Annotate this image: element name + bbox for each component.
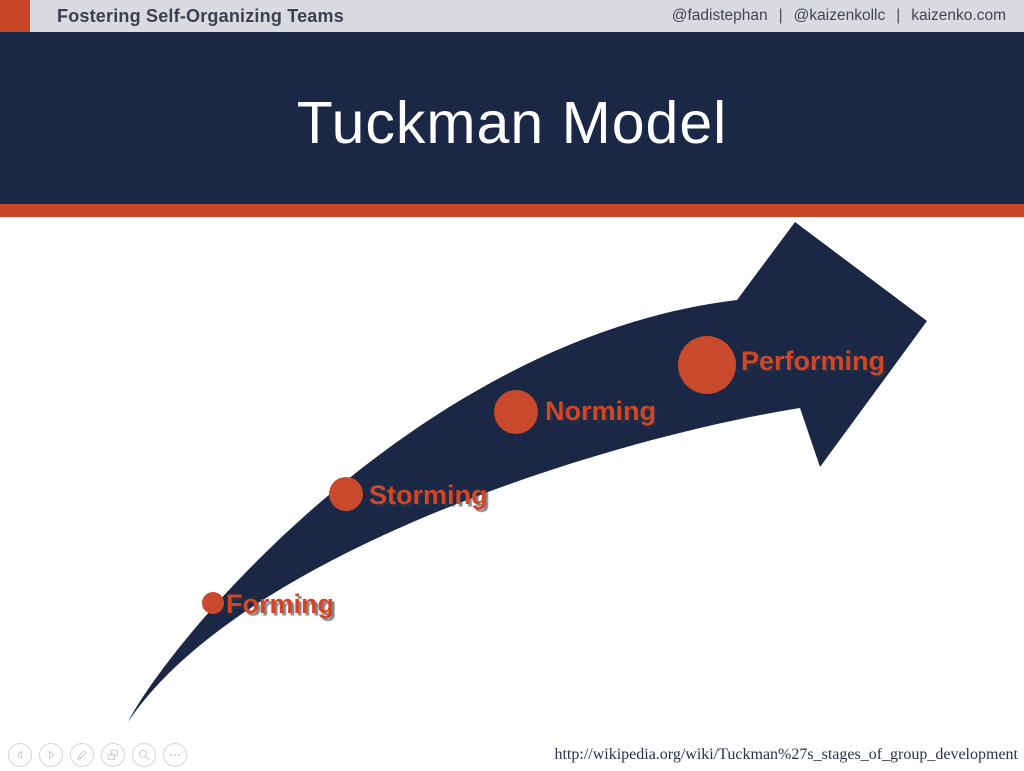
previous-slide-button[interactable] [8,743,32,767]
stage-dot-forming [202,592,224,614]
slide-title: Tuckman Model [296,90,728,156]
pen-button[interactable] [70,743,94,767]
pen-icon [77,750,87,760]
arrow-shape [128,222,927,722]
brand-accent-square [0,0,30,32]
presentation-title: Fostering Self-Organizing Teams [57,5,344,26]
all-slides-button[interactable] [101,743,125,767]
stage-label-forming: Forming [226,589,334,619]
accent-stripe [0,204,1024,217]
stage-label-storming: Storming [369,480,488,510]
handle-kaizenkollc: @kaizenkollc [793,7,886,24]
more-options-button[interactable] [163,743,187,767]
slideshow-toolbar [8,743,187,767]
stage-label-norming: Norming [545,396,656,426]
handle-separator: | [896,7,901,24]
handle-fadistephan: @fadistephan [671,7,768,24]
stage-dot-norming [494,390,538,434]
next-slide-button[interactable] [39,743,63,767]
top-bar: Fostering Self-Organizing Teams @fadiste… [0,0,1024,32]
source-url-link[interactable]: http://wikipedia.org/wiki/Tuckman%27s_st… [554,746,1018,763]
all-slides-icon [107,749,118,760]
previous-arrow-icon [16,750,23,760]
zoom-button[interactable] [132,743,156,767]
handle-separator: | [778,7,783,24]
magnifier-icon [138,749,149,760]
social-handles: @fadistephan | @kaizenkollc | kaizenko.c… [672,7,1024,25]
stage-dot-performing [678,336,736,394]
next-arrow-icon [48,750,55,760]
stage-label-performing: Performing [741,346,886,376]
handle-kaizenko-site: kaizenko.com [911,7,1006,24]
slide-title-band: Tuckman Model [0,32,1024,204]
ellipsis-icon [170,754,180,756]
stage-dot-storming [329,477,363,511]
